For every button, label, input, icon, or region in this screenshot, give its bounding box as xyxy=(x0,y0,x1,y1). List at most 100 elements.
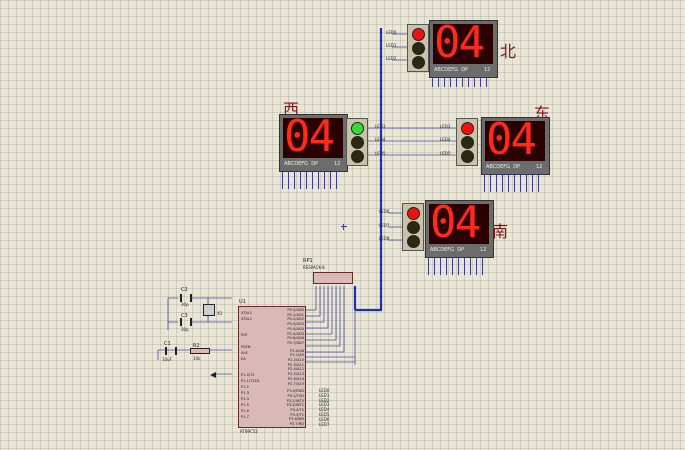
green-lamp xyxy=(351,150,364,163)
display-seg-num: 12 xyxy=(536,164,543,170)
green-lamp xyxy=(407,235,420,248)
capacitor-c2-label: C2 xyxy=(181,287,188,293)
display-seg-label: ABCDEFG DP xyxy=(430,247,465,253)
yellow-lamp xyxy=(461,136,474,149)
red-lamp xyxy=(412,28,425,41)
red-lamp xyxy=(461,122,474,135)
mcu-pin-label: ALE xyxy=(241,351,248,355)
mcu-pin-label: P2.2/A10 xyxy=(287,358,304,363)
led-net-label: LED2 xyxy=(386,56,397,61)
mcu-pin-label: P2.4/A12 xyxy=(287,367,304,372)
direction-label-south: 南 xyxy=(492,222,509,241)
mcu-pin-label: P2.0/A8 xyxy=(290,348,304,353)
mcu-pin-label: P0.7/AD7 xyxy=(287,340,304,345)
capacitor-c2-value: 30p xyxy=(181,302,189,307)
green-lamp xyxy=(412,56,425,69)
mcu-part: AT89C52 xyxy=(240,429,258,434)
yellow-lamp xyxy=(351,136,364,149)
mcu-pin-label: P1.3 xyxy=(241,391,249,395)
mcu-pin-label: P0.3/AD3 xyxy=(287,322,304,327)
display-seg-label: ABCDEFG DP xyxy=(434,67,469,73)
seven-seg-display-south[interactable]: 04 ABCDEFG DP 12 xyxy=(425,197,494,258)
resistor-r2-label: R2 xyxy=(193,343,200,349)
led-net-label: LED0 xyxy=(386,30,397,35)
display-digits: 04 xyxy=(284,111,335,162)
red-lamp xyxy=(407,207,420,220)
mcu-pin-label: P1.7 xyxy=(241,415,249,419)
mcu-pin-label: XTAL1 xyxy=(241,311,253,315)
capacitor-c1[interactable] xyxy=(165,347,177,355)
mcu-pin-label: P0.0/AD0 xyxy=(287,308,304,312)
resistor-pack[interactable] xyxy=(313,272,353,284)
led-net-label: LED5 xyxy=(440,151,451,156)
net-label: LED0 xyxy=(319,388,330,393)
resistor-r2[interactable] xyxy=(190,348,210,354)
led-net-label: LED4 xyxy=(375,137,386,142)
led-net-label: LED4 xyxy=(440,137,451,142)
net-label: LED6 xyxy=(319,416,330,422)
led-net-label: LED1 xyxy=(386,43,397,48)
display-pins-south xyxy=(428,257,488,275)
mcu-pin-label: P3.2/INT0 xyxy=(286,398,304,403)
display-digits: 04 xyxy=(486,114,537,165)
cross-marker xyxy=(341,224,347,230)
capacitor-c2[interactable] xyxy=(180,294,192,302)
traffic-light-west[interactable] xyxy=(346,118,368,166)
mcu-pin-label: P2.3/A11 xyxy=(287,362,304,367)
led-net-label: LED6 xyxy=(379,209,390,214)
mcu-pin-label: P3.1/TXD xyxy=(287,393,304,398)
mcu-pin-label: P3.3/INT1 xyxy=(286,403,304,408)
capacitor-c3[interactable] xyxy=(180,318,192,326)
yellow-lamp xyxy=(407,221,420,234)
capacitor-c3-label: C3 xyxy=(181,313,188,319)
led-net-label: LED3 xyxy=(375,124,386,129)
capacitor-c3-value: 30p xyxy=(181,327,189,332)
mcu-pin-label: P1.1/T2EX xyxy=(241,379,260,383)
display-seg-label: ABCDEFG DP xyxy=(486,164,521,170)
yellow-lamp xyxy=(412,42,425,55)
display-pins-north xyxy=(432,77,492,87)
traffic-light-east[interactable] xyxy=(456,118,478,166)
led-net-label: LED7 xyxy=(379,223,390,228)
mcu-pin-label: P0.4/AD4 xyxy=(287,326,304,331)
mcu-pin-label: P3.5/T1 xyxy=(290,412,304,417)
display-seg-num: 12 xyxy=(334,161,341,167)
mcu-pin-label: P0.6/AD6 xyxy=(287,336,304,341)
mcu-pin-label: P3.7/RD xyxy=(289,422,304,427)
display-digits: 04 xyxy=(434,17,485,68)
mcu-pin-label: P1.5 xyxy=(241,403,249,407)
mcu-chip[interactable] xyxy=(238,306,306,428)
mcu-pin-label: P3.4/T0 xyxy=(290,408,304,413)
traffic-light-north[interactable] xyxy=(407,24,429,72)
net-label: LED4 xyxy=(319,407,330,413)
mcu-pin-label: P2.7/A15 xyxy=(287,381,304,386)
mcu-pin-label: P1.2 xyxy=(241,385,249,389)
led-net-label: LED5 xyxy=(375,151,386,156)
display-pins-east xyxy=(484,174,544,192)
mcu-pin-label: P2.5/A13 xyxy=(287,372,304,377)
net-label: LED3 xyxy=(319,402,330,408)
traffic-light-south[interactable] xyxy=(402,203,424,251)
net-label: LED7 xyxy=(319,421,330,427)
seven-seg-display-east[interactable]: 04 ABCDEFG DP 12 xyxy=(481,114,550,175)
mcu-ref: U1 xyxy=(239,299,246,305)
bus xyxy=(353,28,383,312)
display-seg-label: ABCDEFG DP xyxy=(284,161,319,167)
seven-seg-display-west[interactable]: 04 ABCDEFG DP 12 xyxy=(279,111,348,172)
mcu-pin-label: EA xyxy=(241,357,246,361)
wires xyxy=(157,33,456,375)
crystal-x1[interactable] xyxy=(203,304,215,316)
capacitor-c1-label: C1 xyxy=(164,341,171,347)
mcu-pin-label: P1.0/T2 xyxy=(241,373,255,377)
direction-label-north: 北 xyxy=(500,42,517,61)
display-digits: 04 xyxy=(430,197,481,248)
seven-seg-display-north[interactable]: 04 ABCDEFG DP 12 xyxy=(429,17,498,78)
net-label: LED5 xyxy=(319,411,330,417)
display-pins-west xyxy=(282,171,342,189)
display-seg-num: 12 xyxy=(480,247,487,253)
